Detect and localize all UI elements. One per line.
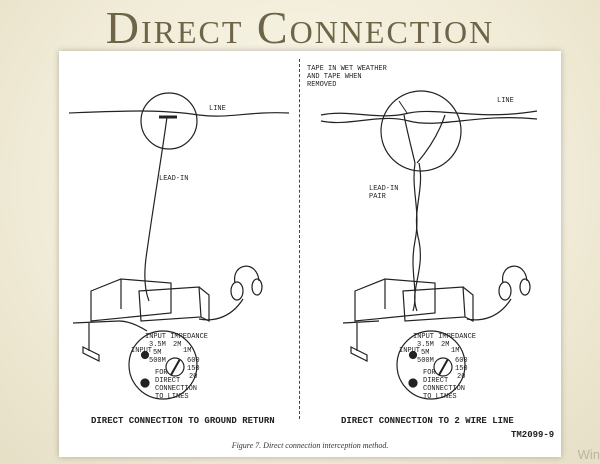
right-dial-value-1: 3.5M [417, 341, 434, 349]
right-dial-value-7: 150 [455, 365, 468, 373]
right-bottom-label: DIRECT CONNECTION TO 2 WIRE LINE [341, 416, 514, 426]
right-dial-knob [433, 357, 453, 377]
right-leadin-label: LEAD-IN PAIR [369, 185, 399, 201]
left-dial-value-6: 500M [149, 357, 166, 365]
left-equipment-box [90, 278, 210, 322]
right-dial-note: FOR DIRECT CONNECTION TO LINES [423, 369, 466, 401]
right-dial-title: INPUT IMPEDANCE [413, 333, 477, 341]
left-ground-rod [72, 320, 148, 362]
figure-caption: Figure 7. Direct connection interception… [231, 441, 389, 450]
right-dial-value-8: 20 [457, 373, 466, 381]
figure-page: LINE LEAD-IN INPUT IMPEDANCE 3.5M 2M 1M … [59, 51, 561, 457]
right-jack-label: INPUT [399, 347, 421, 355]
right-ground-rod [342, 320, 380, 362]
left-dial-value-3: 1M [183, 347, 192, 355]
right-headphones [466, 265, 531, 321]
left-line-label: LINE [209, 105, 226, 113]
right-dial-value-2: 2M [441, 341, 450, 349]
left-dial-value-8: 20 [189, 373, 198, 381]
left-dial-title: INPUT IMPEDANCE [145, 333, 209, 341]
right-dial-value-4: 5M [421, 349, 430, 357]
figure-drawing [68, 90, 538, 400]
left-dial-value-5: 600 [187, 357, 200, 365]
left-jack-label: INPUT [131, 347, 153, 355]
right-dial-circle [396, 330, 466, 400]
figure-id: TM2099-9 [511, 430, 555, 440]
right-drop-b [416, 114, 446, 164]
left-bottom-label: DIRECT CONNECTION TO GROUND RETURN [91, 416, 275, 426]
left-leadin-wire [144, 116, 168, 302]
left-headphones [198, 265, 263, 321]
right-leadin-pair [412, 162, 422, 312]
left-leadin-label: LEAD-IN [159, 175, 189, 183]
right-line-wires [320, 110, 538, 124]
left-dial-circle [128, 330, 198, 400]
left-dial-value-2: 2M [173, 341, 182, 349]
left-detail-circle [140, 92, 198, 150]
slide-title: Direct Connection [105, 2, 495, 53]
right-drop-a [403, 114, 416, 164]
right-dial-value-6: 500M [417, 357, 434, 365]
right-dial-value-3: 1M [451, 347, 460, 355]
right-detail-circle [380, 90, 462, 172]
panel-divider [299, 59, 300, 419]
watermark-text: Win [577, 447, 600, 462]
left-dial-note: FOR DIRECT CONNECTION TO LINES [155, 369, 198, 401]
left-dial-value-4: 5M [153, 349, 162, 357]
left-line-wire [68, 110, 290, 117]
right-tape-note: TAPE IN WET WEATHER AND TAPE WHEN REMOVE… [307, 65, 387, 89]
right-dial-value-5: 600 [455, 357, 468, 365]
right-line-label: LINE [497, 97, 514, 105]
left-dial-knob [165, 357, 185, 377]
left-dial-value-1: 3.5M [149, 341, 166, 349]
left-dial-value-7: 150 [187, 365, 200, 373]
